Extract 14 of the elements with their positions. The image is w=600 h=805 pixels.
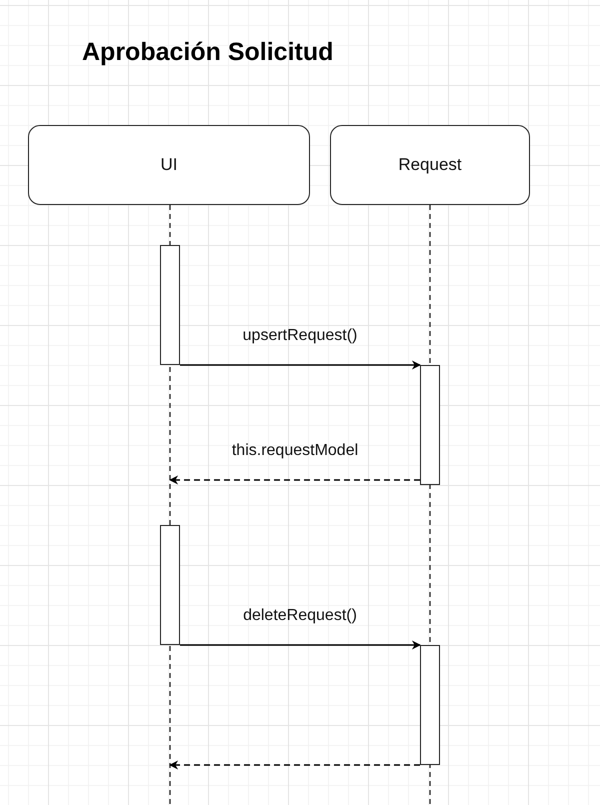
- message-label: upsertRequest(): [242, 327, 358, 345]
- message-label: deleteRequest(): [243, 607, 357, 625]
- message-arrow: [169, 476, 420, 484]
- participant-box: Request: [330, 125, 530, 205]
- message-label: this.requestModel: [232, 442, 358, 460]
- activation-bar: [160, 525, 180, 645]
- activation-bar: [160, 245, 180, 365]
- diagram-title: Aprobación Solicitud: [82, 38, 334, 67]
- message-arrow: [169, 760, 420, 770]
- participant-box: UI: [28, 125, 310, 205]
- activation-bar: [420, 365, 440, 485]
- message-arrow: [180, 360, 421, 370]
- activation-bar: [420, 645, 440, 765]
- message-arrow: [180, 640, 421, 650]
